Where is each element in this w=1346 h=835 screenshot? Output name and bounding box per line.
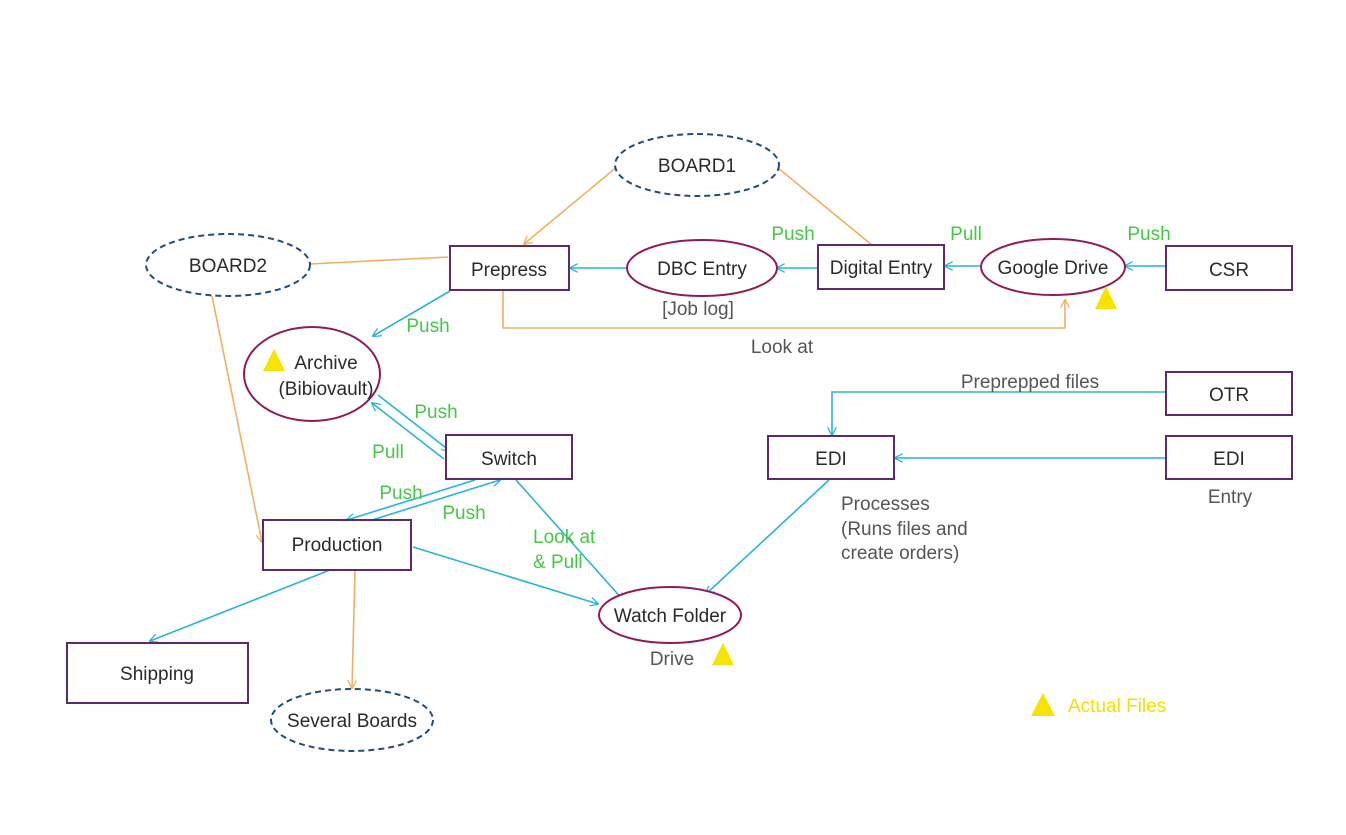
node-switch: Switch [445,434,573,480]
node-edi-label: EDI [815,449,847,470]
edge-production-watch-folder [412,546,598,604]
edge-label-look-at-line2: & Pull [533,552,583,573]
edge-labels: Push Pull Push Push Push Pull Push Push … [372,224,1171,573]
node-dbc-entry: DBC Entry [626,239,778,297]
edge-production-several-boards [352,569,355,688]
notes: [Job log] Look at Preprepped files Entry… [650,299,1253,670]
box-nodes: Prepress Digital Entry CSR Switch Produc… [66,244,1293,704]
node-google-drive: Google Drive [980,238,1126,296]
legend-label: Actual Files [1068,696,1166,717]
edge-label-push-switch: Push [414,402,457,423]
node-edi-entry: EDI [1165,435,1293,480]
node-csr-shape [1165,245,1293,291]
node-prepress-label: Prepress [471,260,547,281]
legend-triangle-icon [1031,693,1055,716]
node-archive: Archive (Bibiovault) [243,326,381,422]
node-otr: OTR [1165,371,1293,416]
board-connectors [211,165,1065,688]
warning-triangle-archive-icon [263,349,285,371]
node-digital-entry-label: Digital Entry [830,258,933,279]
node-prepress: Prepress [449,245,570,291]
node-google-drive-shape [980,238,1126,296]
node-edi-shape [767,435,895,480]
note-drive: Drive [650,649,694,670]
node-edi-entry-label: EDI [1213,449,1245,470]
edge-board1-prepress [524,165,619,244]
node-watch-folder-label: Watch Folder [614,606,727,627]
node-edi: EDI [767,435,895,480]
node-csr-label: CSR [1209,260,1249,281]
node-shipping: Shipping [66,642,249,704]
node-several-boards: Several Boards [270,688,434,752]
edge-edi-watch-folder [706,479,830,594]
edge-label-push-production-1: Push [379,483,422,504]
board-nodes: BOARD1 BOARD2 Several Boards [145,133,780,752]
node-production-label: Production [292,535,383,556]
node-board1-shape [614,133,780,197]
edge-label-pull-archive: Pull [372,442,404,463]
flow-connectors [150,266,1166,641]
node-shipping-label: Shipping [120,664,194,685]
node-google-drive-label: Google Drive [998,258,1109,279]
node-board2-shape [145,233,311,297]
edge-switch-production [347,479,476,520]
node-csr: CSR [1165,245,1293,291]
edge-label-look-at-line1: Look at [533,527,596,548]
edge-switch-watch-folder [515,479,624,601]
node-switch-label: Switch [481,449,537,470]
node-prepress-shape [449,245,570,291]
node-production-shape [262,519,412,571]
edge-label-push-csr: Push [1127,224,1170,245]
actual-file-markers [263,286,1117,665]
node-board2: BOARD2 [145,233,311,297]
edge-otr-edi [832,391,1166,435]
node-board1-label: BOARD1 [658,156,736,177]
node-dbc-entry-label: DBC Entry [657,259,747,280]
node-otr-shape [1165,371,1293,416]
note-processes-line2: (Runs files and [841,519,968,540]
node-production: Production [262,519,412,571]
edge-label-pull-google: Pull [950,224,982,245]
node-otr-label: OTR [1209,385,1249,406]
note-look-at: Look at [751,337,814,358]
node-several-boards-shape [270,688,434,752]
note-processes-line1: Processes [841,494,930,515]
warning-triangle-google-drive-icon [1095,286,1117,309]
ellipse-nodes: DBC Entry Google Drive Archive (Bibiovau… [243,238,1126,644]
edge-production-switch [371,480,500,521]
edge-board2-prepress [309,256,449,265]
node-switch-shape [445,434,573,480]
node-archive-label-line1: Archive [294,353,357,374]
legend: Actual Files [1031,693,1166,717]
node-board2-label: BOARD2 [189,256,267,277]
note-job-log: [Job log] [662,299,734,320]
edge-label-push-production-2: Push [442,503,485,524]
node-shipping-shape [66,642,249,704]
node-board1: BOARD1 [614,133,780,197]
edge-prepress-archive [373,290,451,336]
warning-triangle-watch-folder-icon [712,643,734,665]
edge-board1-digital-entry [777,167,873,246]
node-archive-shape [243,326,381,422]
node-watch-folder: Watch Folder [598,586,742,644]
note-processes-line3: create orders) [841,543,959,564]
node-digital-entry: Digital Entry [817,244,945,290]
edge-prepress-google-drive [502,291,1065,329]
edge-production-shipping [150,569,331,641]
edge-archive-switch [377,394,450,451]
note-entry: Entry [1208,487,1253,508]
node-archive-label-line2: (Bibiovault) [278,379,373,400]
node-digital-entry-shape [817,244,945,290]
node-edi-entry-shape [1165,435,1293,480]
edge-label-push-digital: Push [771,224,814,245]
node-watch-folder-shape [598,586,742,644]
edge-label-push-archive: Push [406,316,449,337]
edge-board2-production [211,295,262,542]
note-prepped-files: Preprepped files [961,372,1099,393]
edge-switch-archive [372,403,445,460]
node-dbc-entry-shape [626,239,778,297]
node-several-boards-label: Several Boards [287,711,417,732]
